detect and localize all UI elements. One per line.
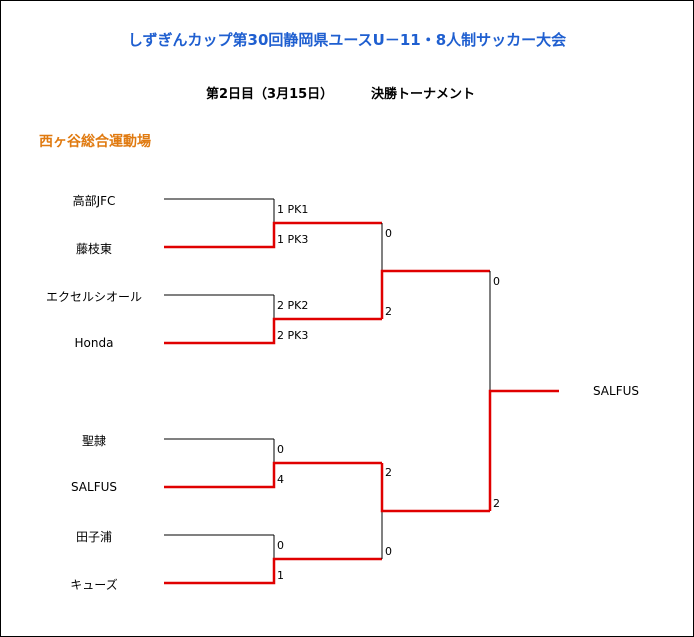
- score-label: 2: [493, 497, 500, 510]
- score-label: 1 PK1: [277, 203, 309, 216]
- score-label: 0: [277, 539, 284, 552]
- team-name: キューズ: [70, 578, 118, 592]
- team-name: 高部JFC: [72, 194, 116, 208]
- winner-path: [164, 317, 382, 345]
- winner-path: [380, 269, 490, 319]
- team-name: Honda: [74, 336, 114, 350]
- team-name: 藤枝東: [75, 242, 112, 256]
- winner-path: [488, 389, 559, 511]
- winner-path: [164, 221, 382, 249]
- score-label: 1: [277, 569, 284, 582]
- score-label: 1 PK3: [277, 233, 309, 246]
- score-label: 2: [385, 305, 392, 318]
- round-label: 決勝トーナメント: [371, 87, 476, 102]
- score-label: 0: [385, 227, 392, 240]
- score-label: 2 PK3: [277, 329, 309, 342]
- venue-label: 西ヶ谷総合運動場: [39, 134, 151, 150]
- team-name: 田子浦: [75, 530, 112, 544]
- winner-path: [164, 557, 382, 585]
- score-label: 0: [277, 443, 284, 456]
- champion-name: SALFUS: [592, 384, 640, 398]
- page-title: しずぎんカップ第30回静岡県ユースU－11・8人制サッカー大会: [127, 31, 567, 49]
- team-name: 聖隷: [81, 434, 106, 448]
- winner-path: [164, 461, 382, 489]
- team-name: SALFUS: [70, 480, 118, 494]
- score-label: 4: [277, 473, 284, 486]
- score-label: 0: [385, 545, 392, 558]
- score-label: 2: [385, 466, 392, 479]
- day-label: 第2日目（3月15日）: [206, 87, 334, 102]
- score-label: 0: [493, 275, 500, 288]
- team-name: エクセルシオール: [45, 290, 142, 304]
- winner-path: [380, 463, 490, 513]
- score-label: 2 PK2: [277, 299, 309, 312]
